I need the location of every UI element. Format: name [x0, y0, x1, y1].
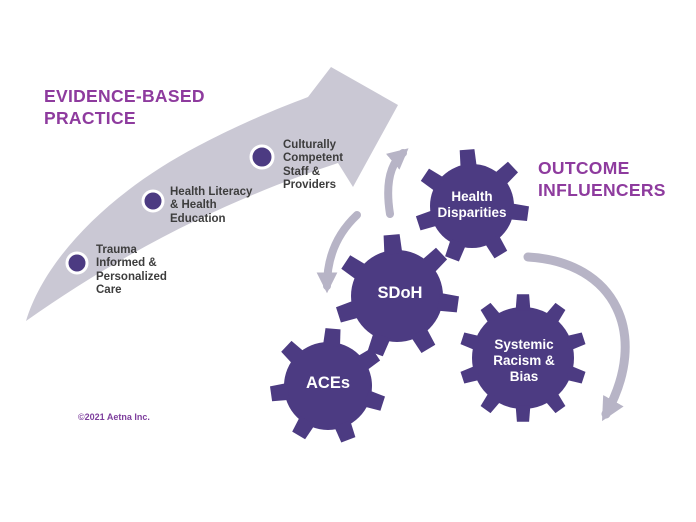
- gears-group: [270, 149, 586, 443]
- gear-label-health-disparities: Health Disparities: [437, 188, 507, 220]
- gear-health-disparities: [415, 149, 529, 262]
- gear-label-systemic-racism-bias: Systemic Racism & Bias: [493, 336, 555, 385]
- gear-sdoh: [336, 234, 459, 357]
- step-label-culturally-competent: Culturally Competent Staff & Providers: [283, 139, 344, 191]
- outcome-influencers-heading: OUTCOME INFLUENCERS: [538, 158, 666, 200]
- step-label-trauma-informed-care: Trauma Informed & Personalized Care: [96, 244, 167, 296]
- step-label-health-literacy: Health Literacy & Health Education: [170, 186, 253, 225]
- gear-label-aces: ACEs: [305, 374, 350, 393]
- gear-label-sdoh: SDoH: [377, 284, 423, 303]
- copyright-note: ©2021 Aetna Inc.: [78, 412, 150, 422]
- gear-systemic-racism-bias: [460, 294, 586, 422]
- cycle-arrow-up: [384, 148, 409, 218]
- milestone-dot-literacy: [141, 189, 165, 213]
- evidence-based-practice-heading: EVIDENCE-BASED PRACTICE: [44, 86, 205, 128]
- milestone-dot-cultural: [249, 144, 275, 170]
- gear-aces: [270, 328, 385, 443]
- growth-arrow: [26, 67, 398, 321]
- cycle-arrow-down: [316, 211, 361, 294]
- cycle-arrow-right: [523, 252, 630, 422]
- milestone-dot-trauma: [65, 251, 89, 275]
